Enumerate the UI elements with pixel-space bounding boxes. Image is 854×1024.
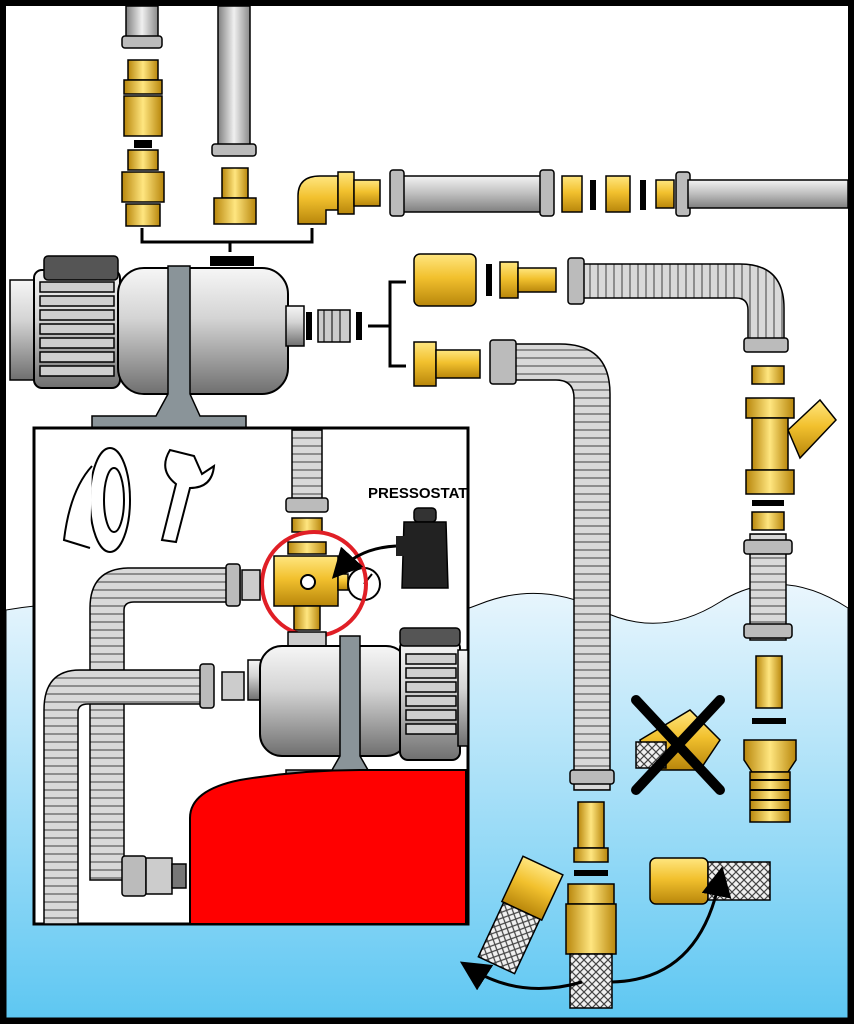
foot-valve-left (477, 855, 564, 975)
pump-outlet-connector (306, 309, 362, 343)
pressostat-label: PRESSOSTAT (368, 485, 467, 502)
suction-hose-right (567, 257, 789, 385)
connector-bracket-top (140, 228, 314, 252)
inset-panel: PRESSOSTAT (32, 426, 470, 926)
ptfe-tape-icon (62, 447, 131, 553)
pressostat-switch (396, 507, 449, 589)
arrow-left (459, 961, 583, 991)
inset-pump (247, 627, 469, 783)
suction-hose-right-lower (743, 533, 797, 823)
pressostat-arrow (331, 544, 397, 579)
pressure-tank (189, 769, 467, 925)
connector-bracket-right (368, 280, 406, 368)
elbow-fitting (297, 171, 381, 225)
top-hose-left (121, 5, 165, 227)
inset-hose-upper (89, 567, 241, 881)
main-pump (9, 255, 305, 431)
top-hose-middle (211, 5, 257, 225)
suction-hose-middle (489, 339, 617, 1009)
y-strainer (745, 397, 837, 531)
wrench-icon (160, 448, 216, 544)
cross-out-icon (631, 695, 725, 795)
check-valve-fitting (413, 253, 557, 307)
inset-hose-lower (43, 669, 211, 925)
foot-valve-right (649, 857, 771, 905)
arrow-right (611, 866, 732, 984)
top-pipe-right (389, 169, 849, 217)
hose-tail-fitting (413, 341, 481, 387)
